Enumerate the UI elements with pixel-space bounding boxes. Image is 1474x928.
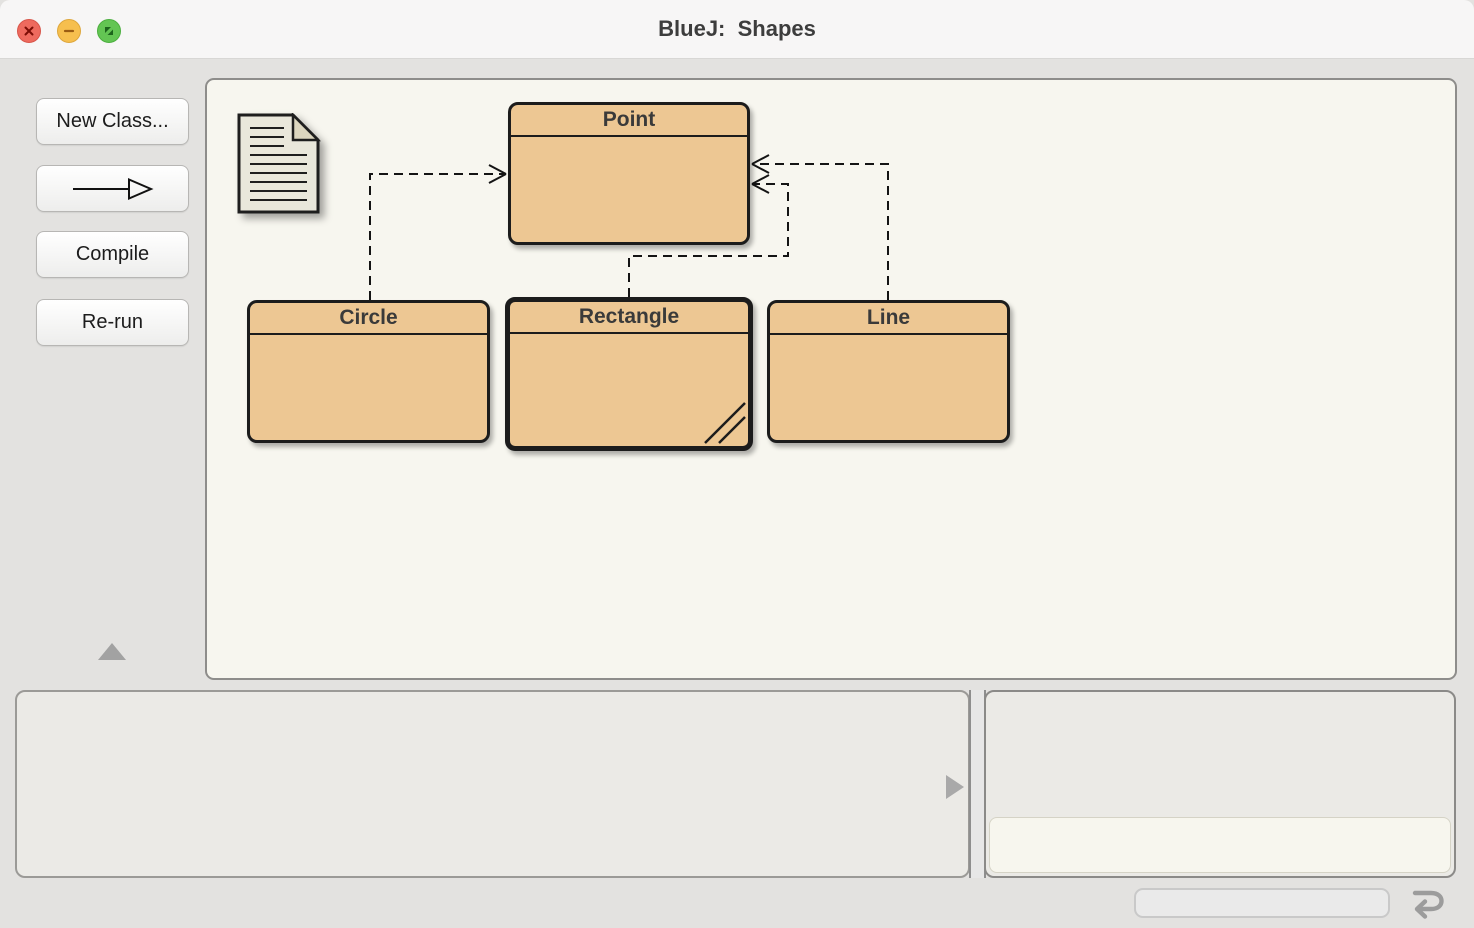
dependency-arrow-icon	[72, 177, 154, 200]
class-box-circle[interactable]: Circle	[247, 300, 490, 443]
class-box-point[interactable]: Point	[508, 102, 750, 245]
zoom-icon	[105, 27, 113, 35]
reset-arrow-icon	[1412, 890, 1444, 919]
class-diagram-canvas[interactable]: Point Circle Rectangle Line	[205, 78, 1457, 680]
compile-button[interactable]: Compile	[36, 231, 189, 278]
dependency-arrow-layer	[369, 154, 889, 300]
dependency-arrow-button[interactable]	[36, 165, 189, 212]
close-button[interactable]	[17, 19, 41, 43]
codepad[interactable]	[984, 690, 1456, 878]
progress-bar	[1134, 888, 1390, 918]
codepad-input[interactable]	[989, 817, 1451, 873]
class-box-rectangle[interactable]: Rectangle	[505, 297, 753, 451]
class-name-label: Point	[511, 105, 747, 137]
zoom-button[interactable]	[97, 19, 121, 43]
titlebar: BlueJ: Shapes	[0, 0, 1474, 59]
reset-button[interactable]	[1405, 885, 1447, 921]
minimize-icon	[63, 29, 75, 33]
readme-icon[interactable]	[237, 113, 321, 215]
resize-handle-icon[interactable]	[699, 397, 747, 445]
window-title: BlueJ: Shapes	[658, 16, 816, 41]
class-name-label: Line	[770, 303, 1007, 335]
dependency-line-to-point[interactable]	[751, 154, 889, 300]
right-triangle-icon[interactable]	[946, 775, 964, 799]
class-name-label: Circle	[250, 303, 487, 335]
new-class-button[interactable]: New Class...	[36, 98, 189, 145]
dependency-rectangle-to-point[interactable]	[628, 174, 789, 297]
class-box-line[interactable]: Line	[767, 300, 1010, 443]
minimize-button[interactable]	[57, 19, 81, 43]
dependency-circle-to-point[interactable]	[369, 164, 507, 300]
up-triangle-icon	[98, 643, 126, 660]
class-name-label: Rectangle	[510, 302, 748, 334]
object-bench[interactable]	[15, 690, 970, 878]
close-icon	[24, 26, 34, 36]
rerun-button[interactable]: Re-run	[36, 299, 189, 346]
